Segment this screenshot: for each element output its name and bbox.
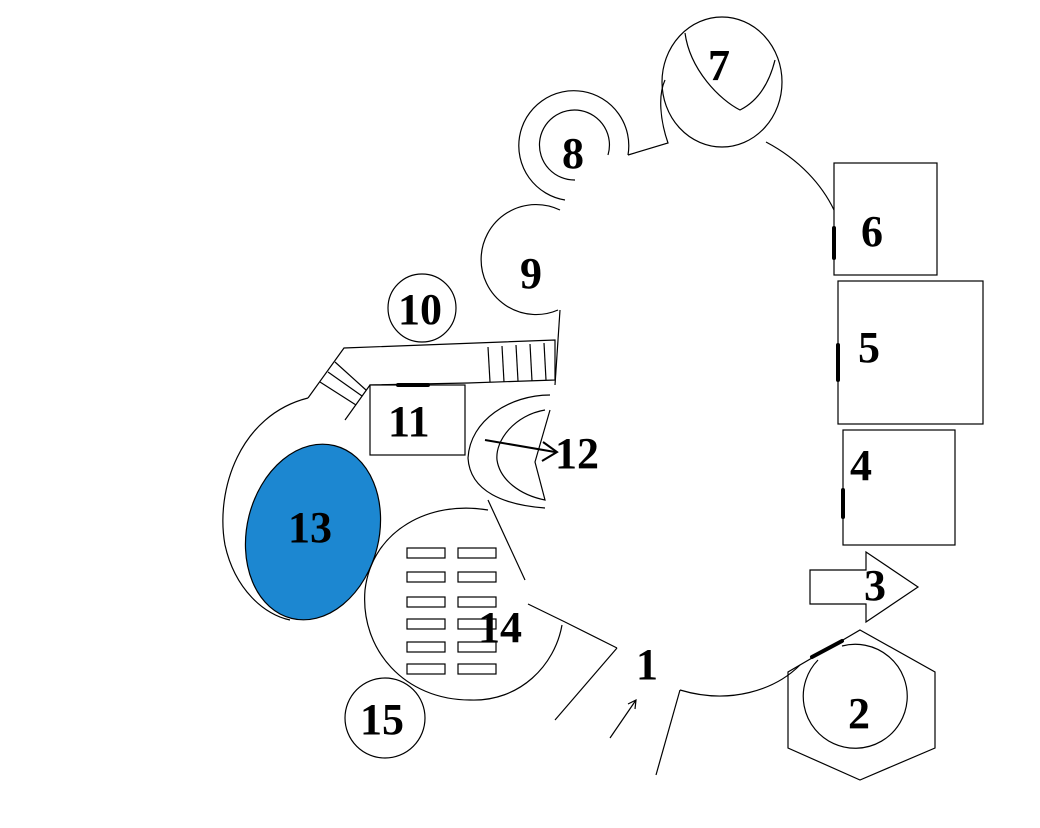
label-14: 14: [478, 603, 522, 652]
seat: [406, 596, 446, 608]
room-7: 7: [661, 16, 783, 148]
entrance-arrow-head: [627, 698, 637, 710]
room-7-door-arc: [684, 32, 776, 111]
entrance-1: 1: [554, 640, 681, 776]
hall-wall-entry-left: [527, 603, 618, 649]
stair-step: [501, 345, 505, 383]
seat: [406, 571, 446, 583]
main-hall: [487, 79, 835, 697]
label-13: 13: [288, 503, 332, 552]
stair-step: [319, 381, 357, 406]
room-15-outline: [344, 677, 426, 759]
room-2-hexagon: [787, 629, 936, 781]
hall-wall-top: [627, 79, 669, 156]
exit-3: 3: [809, 550, 920, 624]
room-13: 13: [222, 397, 382, 621]
label-7: 7: [708, 41, 730, 90]
room-6: 6: [832, 162, 938, 276]
seat: [406, 663, 446, 675]
room-4-outline: [842, 429, 956, 546]
seat: [457, 663, 497, 675]
seat: [457, 596, 497, 608]
label-4: 4: [850, 441, 872, 490]
seat: [457, 571, 497, 583]
room-11: 11: [369, 383, 466, 456]
room-4: 4: [841, 429, 956, 546]
room-6-outline: [833, 162, 938, 276]
label-10: 10: [398, 285, 442, 334]
label-3: 3: [864, 561, 886, 610]
stair-step: [327, 371, 363, 397]
room-7-outline: [661, 16, 783, 148]
room-12: 12: [467, 394, 599, 509]
room-10: 10: [387, 273, 457, 343]
stair-step: [487, 346, 491, 383]
exit-arrow: [809, 550, 920, 624]
hall-wall-top-right: [765, 141, 835, 211]
stair-step: [529, 343, 533, 382]
room-12-outer-arc: [467, 394, 551, 509]
room-2-circle: [802, 643, 908, 749]
label-1: 1: [636, 640, 658, 689]
room-13-outer-wall: [222, 397, 309, 621]
room-2-door: [810, 639, 844, 659]
entrance-wall-right: [655, 689, 681, 776]
stair-step: [515, 344, 519, 382]
room-14-seats: [406, 547, 497, 675]
label-8: 8: [562, 129, 584, 178]
room-14-outline: [364, 507, 563, 701]
room-5: 5: [836, 280, 984, 425]
hall-wall-left-lower: [487, 499, 526, 581]
label-5: 5: [858, 323, 880, 372]
seat: [406, 547, 446, 559]
seat: [457, 547, 497, 559]
stair-step: [543, 342, 547, 381]
label-9: 9: [520, 249, 542, 298]
room-14: 14: [364, 507, 563, 701]
room-10-outline: [387, 273, 457, 343]
seat: [406, 641, 446, 653]
room-8-inner-arc: [538, 109, 611, 181]
label-11: 11: [388, 397, 430, 446]
room-13-highlight: [244, 443, 382, 621]
room-12-arrow-head: [541, 441, 559, 462]
room-11-outline: [369, 384, 466, 456]
room-2: 2: [787, 629, 936, 781]
label-2: 2: [848, 689, 870, 738]
room-9-arc: [480, 203, 561, 316]
stair-step: [334, 361, 367, 391]
entrance-arrow-shaft: [609, 699, 637, 739]
room-12-inner-shape: [496, 409, 551, 501]
label-12: 12: [555, 429, 599, 478]
room-9: 9: [480, 203, 561, 316]
room-12-arrow-shaft: [484, 439, 556, 453]
label-6: 6: [861, 207, 883, 256]
seat: [406, 618, 446, 630]
seat: [457, 641, 497, 653]
entrance-wall-left: [554, 647, 618, 721]
room-8: 8: [518, 90, 630, 201]
room-15: 15: [344, 677, 426, 759]
label-15: 15: [360, 695, 404, 744]
hall-wall-bottom-right: [679, 664, 801, 697]
room-8-outer-arc: [518, 90, 630, 201]
hall-wall-left-upper: [554, 309, 561, 386]
seat: [457, 618, 497, 630]
